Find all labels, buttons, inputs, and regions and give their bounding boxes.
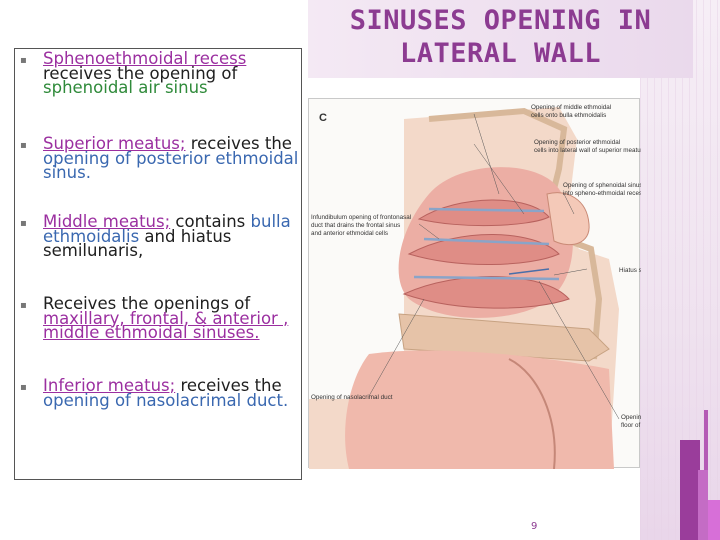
sphenoid-sinus <box>546 192 590 246</box>
leader-line <box>473 143 525 215</box>
arrow <box>508 268 550 275</box>
decorative-bar <box>708 500 720 540</box>
bullet-fragment: bulla ethmoidalis <box>43 212 291 246</box>
leader-line <box>553 268 588 276</box>
panel-letter: C <box>319 112 327 124</box>
hard-palate <box>398 313 610 362</box>
bullet-text: Superior meatus; receives the opening of… <box>43 134 305 182</box>
bullet-text-box: ▪ Sphenoethmoidal recess receives the ope… <box>14 48 302 480</box>
bullet-fragment: opening of posterior ethmoidal sinus. <box>43 148 299 182</box>
title-band <box>308 0 693 78</box>
underlined-term: Inferior meatus; <box>43 376 176 395</box>
leader-line <box>563 193 575 215</box>
leader-line <box>368 298 425 397</box>
bullet-marker: ▪ <box>20 218 27 229</box>
underlined-term: Sphenoethmoidal recess <box>43 49 247 68</box>
bullet-fragment: contains <box>170 212 251 231</box>
leader-line <box>538 280 620 420</box>
underlined-term: Middle meatus; <box>43 212 171 231</box>
label-middle-ethmoidal: Opening of middle ethmoidal cells onto b… <box>531 104 613 119</box>
label-hiatus: Hiatus semilunaris <box>619 267 641 274</box>
leader-line <box>473 113 500 195</box>
bullet-text: Receives the openings of maxillary, fron… <box>43 294 305 342</box>
nasal-cavity-figure: C Opening of middle ethmoidal cells onto… <box>308 98 641 469</box>
bullet-fragment: receives the opening of <box>43 63 238 83</box>
superior-turbinate <box>417 199 550 227</box>
slide-title: SINUSES OPENING IN LATERAL WALL <box>349 5 652 69</box>
bullet-fragment: and hiatus semilunaris, <box>43 226 232 260</box>
bullet-marker: ▪ <box>20 140 27 151</box>
probe <box>423 237 550 246</box>
bullet-fragment: sphenoidal air sinus <box>43 78 208 97</box>
label-nasolacrimal: Opening of nasolacrimal duct <box>311 394 393 401</box>
bullet-fragment: Receives the openings of <box>43 294 251 313</box>
oral-tissue <box>345 350 614 469</box>
label-sphenoidal: Opening of sphenoidal sinus into spheno-… <box>563 182 641 197</box>
decorative-bar <box>680 440 700 540</box>
anatomy-illustration: C Opening of middle ethmoidal cells onto… <box>309 104 641 469</box>
bullet-fragment: receives the <box>175 376 282 395</box>
bullet-marker: ▪ <box>20 300 27 311</box>
decorative-bar <box>698 470 708 540</box>
bullet-marker: ▪ <box>20 382 27 393</box>
probe <box>428 207 545 213</box>
bullet-fragment: opening of nasolacrimal duct. <box>43 390 289 410</box>
label-maxillary: Opening of maxillary sinus in floor of h… <box>621 414 641 429</box>
bullet-text: Inferior meatus; receives the opening of… <box>43 376 305 410</box>
probe <box>413 275 560 281</box>
bullet-text: Middle meatus; contains bulla ethmoidali… <box>43 212 305 260</box>
label-infundibulum: Infundibulum opening of frontonasal duct… <box>311 214 413 237</box>
underlined-term: Superior meatus; <box>43 134 186 153</box>
underlined-term: maxillary, frontal, & anterior , middle … <box>43 308 289 342</box>
pharynx-wall <box>508 358 556 469</box>
bullet-fragment: receives the <box>185 134 292 153</box>
page-number: 9 <box>531 521 538 532</box>
bullet-marker: ▪ <box>20 55 27 66</box>
label-posterior-ethmoidal: Opening of posterior ethmoidal cells int… <box>534 139 641 154</box>
bullet-text: Sphenoethmoidal recess receives the open… <box>43 49 305 97</box>
decorative-strip <box>640 0 720 540</box>
leader-line <box>418 223 440 240</box>
